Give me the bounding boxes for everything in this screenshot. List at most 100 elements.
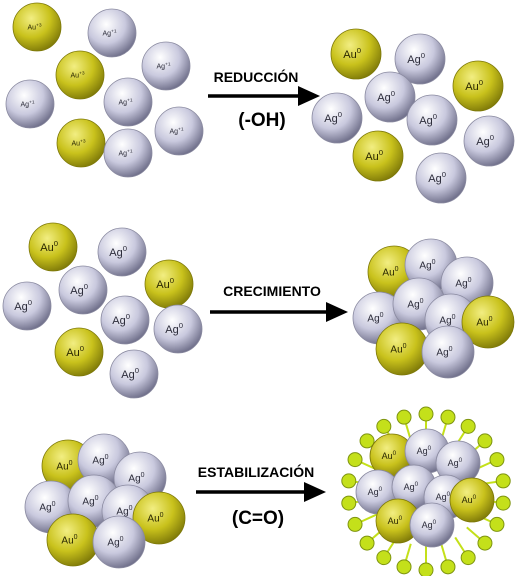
atom-sphere-icon [54, 327, 104, 377]
charge-label: +1 [111, 28, 117, 34]
charge-label: 0 [479, 78, 483, 87]
gold-atom: Au0 [449, 477, 495, 523]
charge-label: 0 [428, 445, 432, 452]
charge-label: 0 [447, 491, 451, 498]
atom-sphere-icon [409, 502, 455, 548]
gold-atom: Au0 [28, 222, 78, 272]
charge-label: 0 [160, 512, 164, 519]
silver-atom: Ag0 [409, 502, 455, 548]
charge-label: 0 [338, 110, 342, 119]
atom-sphere-icon [12, 2, 62, 52]
atom-label: Ag0 [112, 312, 130, 327]
gold-atom: Au+3 [55, 50, 105, 100]
charge-label: +3 [80, 138, 86, 144]
silver-atom: Ag0 [92, 515, 146, 569]
ligand-icon [466, 526, 493, 551]
charge-label: +3 [36, 22, 42, 28]
atom-sphere-icon [28, 222, 78, 272]
charge-label: 0 [52, 501, 56, 508]
atom-label: Ag0 [377, 89, 395, 104]
atom-sphere-icon [56, 118, 106, 168]
atom-label: Au0 [462, 494, 477, 505]
atom-sphere-icon [58, 265, 108, 315]
atom-label: Au+3 [27, 22, 41, 31]
silver-atom: Ag0 [421, 325, 475, 379]
step-reduction: Au+3Ag+1Ag+1Au+3Ag+1Ag+1Au+3Ag+1Ag+1 RED… [5, 2, 515, 204]
charge-label: 0 [129, 505, 133, 512]
charge-label: 0 [395, 266, 399, 273]
atom-sphere-icon [463, 115, 515, 167]
atom-label: Ag0 [324, 110, 342, 125]
charge-label: 0 [80, 344, 84, 353]
atom-label: Ag+1 [102, 28, 116, 37]
charge-label: +1 [29, 99, 35, 105]
atom-label: Au0 [476, 316, 492, 329]
atom-label: Ag0 [428, 170, 446, 185]
atom-label: Au0 [56, 460, 72, 473]
atom-label: Ag0 [407, 51, 425, 66]
gold-atom: Au0 [144, 259, 194, 309]
charge-label: 0 [179, 321, 183, 330]
atom-sphere-icon [311, 92, 363, 144]
silver-atom: Ag+1 [103, 128, 153, 178]
gold-atom: Au0 [452, 60, 504, 112]
charge-label: 0 [126, 312, 130, 321]
silver-atom: Ag0 [153, 304, 203, 354]
ligand-icon [479, 473, 511, 489]
charge-label: 0 [84, 282, 88, 291]
ligand-icon [376, 536, 398, 566]
gold-atom: Au0 [461, 295, 515, 349]
atom-label: Ag0 [367, 312, 383, 325]
charge-label: 0 [379, 148, 383, 157]
atom-sphere-icon [92, 515, 146, 569]
atom-label: Ag+1 [118, 97, 132, 106]
atom-label: Ag0 [92, 454, 108, 467]
gold-atom: Au0 [54, 327, 104, 377]
atom-label: Au0 [382, 266, 398, 279]
atom-label: Ag0 [436, 346, 452, 359]
charge-label: 0 [357, 46, 361, 55]
gold-atom: Au+3 [12, 2, 62, 52]
charge-label: 0 [442, 170, 446, 179]
atom-label: Au0 [147, 512, 163, 525]
atom-label: Au0 [66, 344, 84, 359]
atom-sphere-icon [330, 28, 382, 80]
atom-label: Ag+1 [169, 126, 183, 135]
atom-label: Ag0 [439, 314, 455, 327]
charge-label: 0 [399, 515, 403, 522]
atom-sphere-icon [100, 295, 150, 345]
atom-sphere-icon [421, 325, 475, 379]
atom-label: Ag0 [109, 244, 127, 259]
silver-atom: Ag0 [2, 281, 52, 331]
atom-label: Au+3 [70, 70, 84, 79]
atom-label: Au0 [343, 46, 361, 61]
charge-label: 0 [141, 472, 145, 479]
atom-label: Au0 [382, 450, 397, 461]
charge-label: 0 [449, 346, 453, 353]
atom-label: Ag0 [419, 259, 435, 272]
charge-label: 0 [28, 298, 32, 307]
atom-sphere-icon [2, 281, 52, 331]
atom-label: Ag0 [419, 112, 437, 127]
atom-label: Ag+1 [156, 61, 170, 70]
reaction-arrow-icon [210, 302, 348, 322]
atom-sphere-icon [132, 491, 186, 545]
charge-label: 0 [95, 495, 99, 502]
silver-atom: Ag0 [109, 349, 159, 399]
charge-label: 0 [379, 486, 383, 493]
charge-label: 0 [432, 259, 436, 266]
charge-label: 0 [490, 133, 494, 142]
silver-atom: Ag+1 [141, 41, 191, 91]
atom-sphere-icon [103, 128, 153, 178]
silver-atom: Ag+1 [103, 77, 153, 127]
charge-label: +1 [127, 148, 133, 154]
gold-atom: Au+3 [56, 118, 106, 168]
atom-sphere-icon [461, 295, 515, 349]
silver-atom: Ag0 [311, 92, 363, 144]
atom-label: Ag0 [107, 536, 123, 549]
